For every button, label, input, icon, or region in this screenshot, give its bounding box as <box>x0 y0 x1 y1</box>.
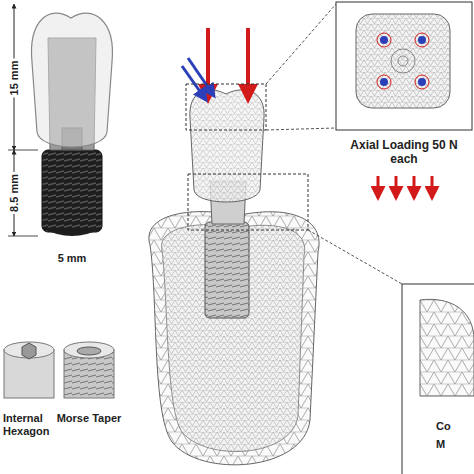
load-caption: Axial Loading 50 N each <box>349 138 459 167</box>
part-label: M <box>436 438 445 451</box>
dimension-label: 5 mm <box>58 252 87 265</box>
part-label: Internal Hexagon <box>3 412 61 437</box>
dimension-label: 8.5 mm <box>8 172 21 214</box>
part-label: Morse Taper <box>57 412 122 425</box>
callout-caption: Axial Loading 50 N each <box>345 136 463 169</box>
dimension-label: 15 mm <box>8 59 21 98</box>
part-label: Co <box>436 420 451 433</box>
